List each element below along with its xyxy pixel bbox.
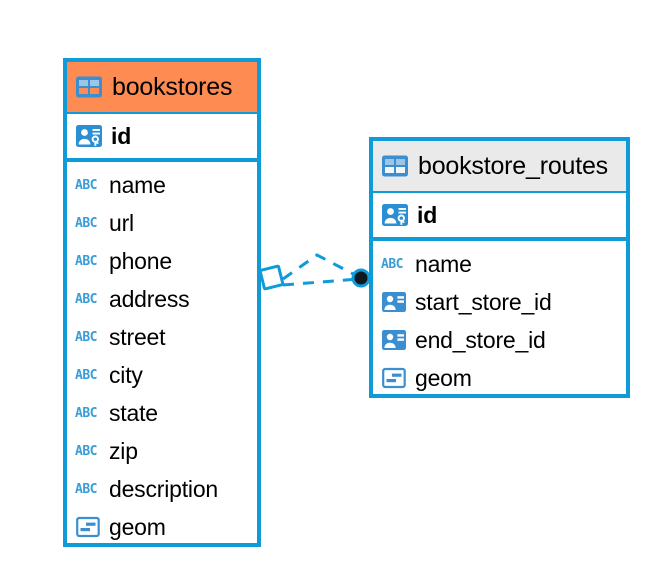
field-label: name xyxy=(109,171,166,198)
field-row-geom[interactable]: geom xyxy=(373,359,626,397)
text-abc-icon: ABC xyxy=(75,177,97,193)
text-abc-icon: ABC xyxy=(75,405,97,421)
foreign-key-icon xyxy=(381,289,407,315)
relationship-connector[interactable] xyxy=(255,235,390,320)
entity-header-bookstores[interactable]: bookstores xyxy=(67,62,257,112)
field-row-phone[interactable]: ABC phone xyxy=(67,242,257,280)
filled-circle-marker xyxy=(351,268,371,288)
text-abc-icon: ABC xyxy=(75,443,97,459)
header-divider xyxy=(373,191,626,193)
field-label: city xyxy=(109,361,143,388)
entity-bookstores[interactable]: bookstores id ABC xyxy=(63,58,261,547)
relationship-line-lower xyxy=(282,277,360,287)
geometry-icon xyxy=(381,365,407,391)
field-row-geom[interactable]: geom xyxy=(67,508,257,546)
relationship-line-upper xyxy=(282,253,360,281)
field-label: geom xyxy=(109,513,166,540)
primary-key-icon xyxy=(381,201,409,229)
field-row-zip[interactable]: ABC zip xyxy=(67,432,257,470)
field-label: name xyxy=(415,250,472,277)
field-label: description xyxy=(109,475,219,502)
field-list-bookstore-routes: ABC name start_store_id xyxy=(373,241,626,401)
field-row-city[interactable]: ABC city xyxy=(67,356,257,394)
field-list-bookstores: ABC name ABC url ABC phone ABC address A… xyxy=(67,162,257,550)
field-row-name[interactable]: ABC name xyxy=(67,166,257,204)
field-label: start_store_id xyxy=(415,288,552,315)
text-abc-icon: ABC xyxy=(75,291,97,307)
geometry-icon xyxy=(75,514,101,540)
primary-key-divider xyxy=(67,158,257,162)
field-row-start-store-id[interactable]: start_store_id xyxy=(373,283,626,321)
field-row-url[interactable]: ABC url xyxy=(67,204,257,242)
field-row-end-store-id[interactable]: end_store_id xyxy=(373,321,626,359)
text-abc-icon: ABC xyxy=(381,256,403,272)
text-abc-icon: ABC xyxy=(75,367,97,383)
entity-title: bookstores xyxy=(112,72,233,101)
field-row-description[interactable]: ABC description xyxy=(67,470,257,508)
header-divider xyxy=(67,112,257,114)
entity-bookstore-routes[interactable]: bookstore_routes id ABC xyxy=(369,137,630,398)
field-label: id xyxy=(417,201,438,228)
text-abc-icon: ABC xyxy=(75,329,97,345)
text-abc-icon: ABC xyxy=(75,253,97,269)
field-label: street xyxy=(109,323,166,350)
field-row-street[interactable]: ABC street xyxy=(67,318,257,356)
text-abc-icon: ABC xyxy=(75,215,97,231)
foreign-key-icon xyxy=(381,327,407,353)
table-icon xyxy=(381,152,409,180)
entity-title: bookstore_routes xyxy=(418,151,608,180)
primary-key-icon xyxy=(75,122,103,150)
field-row-address[interactable]: ABC address xyxy=(67,280,257,318)
text-abc-icon: ABC xyxy=(75,481,97,497)
primary-key-divider xyxy=(373,237,626,241)
field-label: phone xyxy=(109,247,172,274)
field-label: zip xyxy=(109,437,138,464)
field-label: url xyxy=(109,209,134,236)
field-label: geom xyxy=(415,364,472,391)
diamond-outline-marker xyxy=(258,264,285,291)
field-label: state xyxy=(109,399,158,426)
entity-header-bookstore-routes[interactable]: bookstore_routes xyxy=(373,141,626,191)
field-label: id xyxy=(111,122,132,149)
field-label: address xyxy=(109,285,190,312)
table-icon xyxy=(75,73,103,101)
field-label: end_store_id xyxy=(415,326,546,353)
field-row-primary-key[interactable]: id xyxy=(373,193,626,237)
field-row-state[interactable]: ABC state xyxy=(67,394,257,432)
field-row-name[interactable]: ABC name xyxy=(373,245,626,283)
field-row-primary-key[interactable]: id xyxy=(67,114,257,158)
